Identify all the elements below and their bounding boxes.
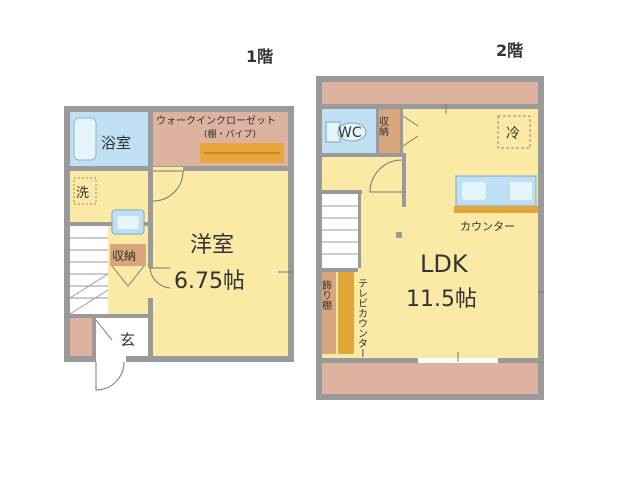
floor1-wall-wash bbox=[70, 222, 150, 226]
floor1-label: 1階 bbox=[246, 47, 273, 66]
entrance-shoe-box-line bbox=[95, 319, 113, 341]
floor1-entrance-wall bbox=[92, 318, 96, 356]
bath-label: 浴室 bbox=[101, 134, 131, 152]
tv-counter-label: テレビカウンター bbox=[356, 278, 368, 358]
floor2-column-mark bbox=[396, 232, 402, 238]
bathtub-icon bbox=[73, 117, 97, 161]
floor2-label: 2階 bbox=[496, 41, 523, 60]
floor1-wall-central bbox=[148, 112, 153, 356]
stair-treads-2f bbox=[322, 205, 358, 255]
floor1-storage bbox=[110, 244, 146, 266]
door-swing-hall bbox=[149, 267, 171, 289]
floor2-storage-label: 収納 bbox=[377, 116, 389, 137]
storage-door-swing bbox=[111, 265, 145, 287]
basin-bowl bbox=[117, 216, 139, 229]
fridge-icon bbox=[497, 115, 531, 149]
stair-treads bbox=[69, 237, 109, 315]
floor1-entrance-step bbox=[70, 318, 92, 356]
floor2-stair-rail bbox=[358, 194, 361, 268]
floor2-wall-hall bbox=[322, 153, 406, 157]
floor1-entrance bbox=[92, 318, 148, 356]
floor2-storage bbox=[378, 109, 400, 153]
ldk-size: 11.5帖 bbox=[406, 287, 477, 312]
display-shelf bbox=[322, 272, 336, 354]
western-room-label: 洋室 bbox=[190, 233, 234, 258]
floor2-wall-top bbox=[322, 104, 538, 109]
walkin-closet-note: (棚・パイプ) bbox=[204, 128, 256, 140]
kitchen-counter bbox=[454, 206, 538, 213]
floor2-bottom-balcony bbox=[322, 363, 538, 394]
toilet-bowl-icon bbox=[337, 122, 367, 142]
ldk-label: LDK bbox=[420, 250, 469, 278]
door-swing-room bbox=[152, 170, 184, 202]
floor2-wall-wc bbox=[376, 109, 379, 153]
entrance-label: 玄 bbox=[120, 331, 135, 349]
floor1-front-door-opening bbox=[96, 356, 126, 362]
display-shelf-label: 飾り棚 bbox=[320, 279, 332, 311]
washroom-label: 洗 bbox=[76, 186, 89, 201]
floor2-wall-stair-bottom bbox=[322, 268, 358, 272]
floor2-top-balcony bbox=[322, 82, 538, 104]
wc-label: WC bbox=[338, 125, 362, 141]
western-room-size: 6.75帖 bbox=[174, 269, 245, 294]
floor2-wall-storage bbox=[400, 109, 403, 153]
tv-counter bbox=[338, 272, 354, 354]
floor1-door-opening-hall bbox=[148, 268, 153, 298]
door-swing-hall-2f bbox=[369, 159, 403, 193]
floor1-storage-label: 収納 bbox=[112, 249, 136, 263]
floor2-wall-hall-vertical bbox=[402, 157, 406, 207]
counter-label: カウンター bbox=[460, 220, 515, 233]
floor2-stairs bbox=[322, 194, 358, 268]
stove-icon bbox=[510, 182, 532, 200]
floor1-door-opening-room bbox=[153, 167, 183, 171]
walkin-closet-label: ウォークインクローゼット bbox=[156, 115, 276, 127]
sink-icon bbox=[462, 182, 486, 200]
storage-door-swing-2f bbox=[402, 115, 419, 147]
fridge-label: 冷 bbox=[506, 126, 520, 142]
floor1-stairs bbox=[70, 226, 108, 314]
floor2-wall-stair-top bbox=[322, 190, 362, 194]
floor1-wall-entry bbox=[70, 314, 150, 318]
front-door-swing bbox=[95, 361, 125, 391]
